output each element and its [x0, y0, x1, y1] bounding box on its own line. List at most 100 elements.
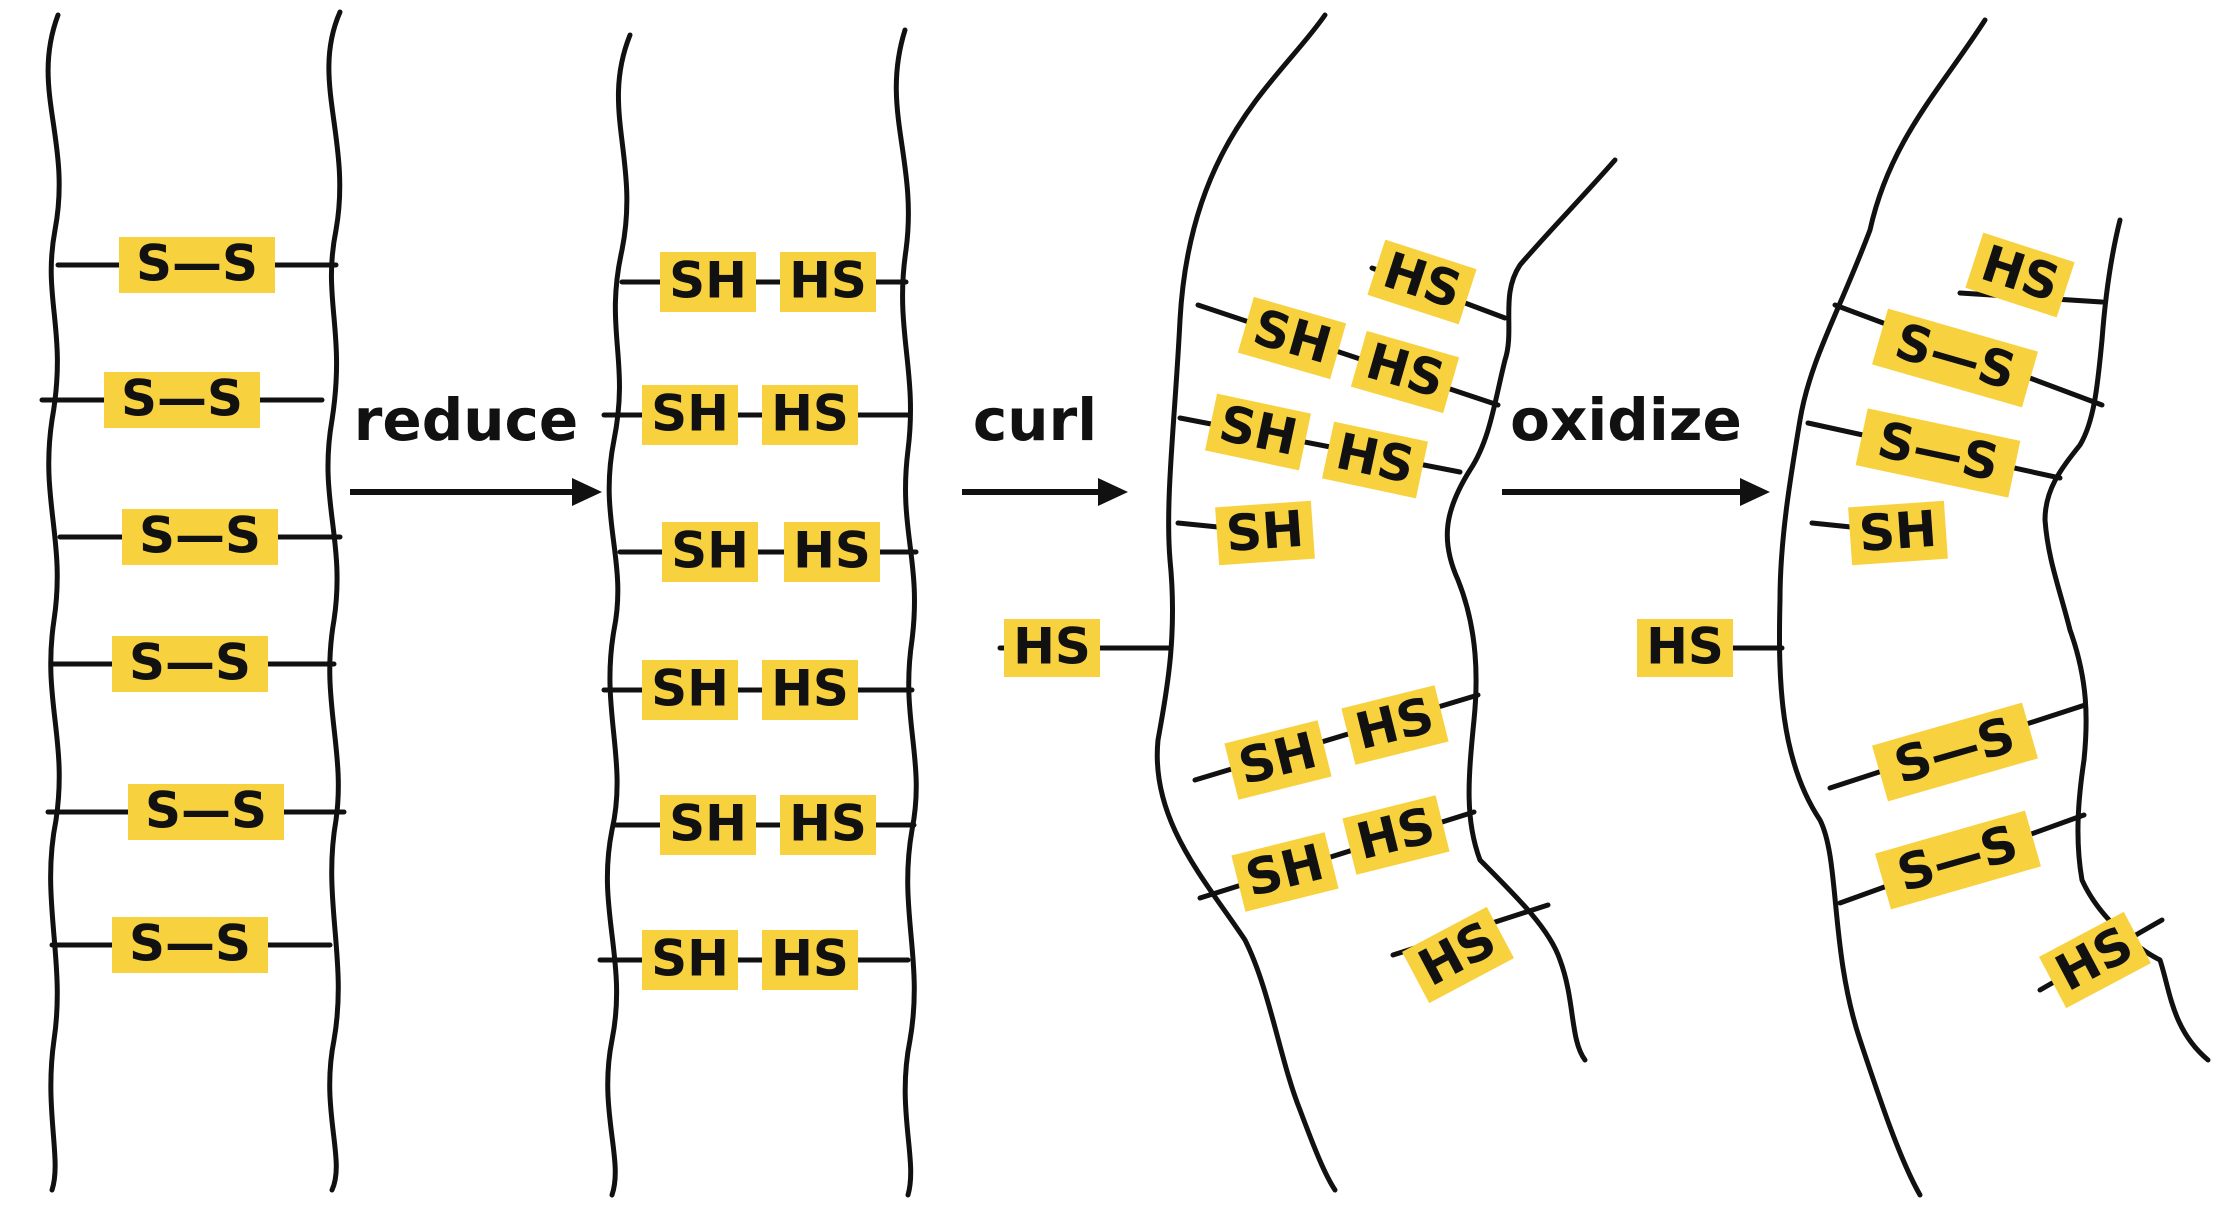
label-text: S—S	[145, 782, 267, 840]
thiol-label: HS	[1350, 330, 1460, 414]
label-highlight	[1224, 720, 1332, 800]
label-text: SH	[1233, 721, 1323, 796]
label-highlight	[762, 660, 858, 720]
thiol-label: HS	[2039, 911, 2151, 1009]
thiol-label: SH	[642, 660, 738, 720]
thiol-label: SH	[642, 385, 738, 445]
label-text: S—S	[136, 235, 258, 293]
label-text: HS	[1331, 422, 1419, 495]
label-text: SH	[1224, 500, 1306, 563]
disulfide-label: S—S	[1875, 810, 2041, 910]
label-highlight	[660, 252, 756, 312]
label-highlight	[1402, 906, 1514, 1004]
panel-2-left-strand	[604, 32, 633, 1198]
thiol-label: HS	[762, 385, 858, 445]
label-text: S—S	[129, 634, 251, 692]
thiol-label: HS	[1637, 618, 1733, 677]
curl-label: curl	[973, 386, 1097, 454]
label-text: HS	[789, 795, 867, 853]
label-text: HS	[1351, 796, 1441, 871]
label-highlight	[1237, 296, 1347, 380]
label-highlight	[2039, 911, 2151, 1009]
disulfide-label: S—S	[1855, 408, 2021, 498]
oxidize-label: oxidize	[1510, 386, 1742, 454]
disulfide-label: S—S	[1872, 308, 2038, 408]
thiol-label: SH	[660, 795, 756, 855]
label-highlight	[1205, 393, 1311, 471]
label-highlight	[122, 509, 278, 565]
label-highlight	[660, 795, 756, 855]
arrowhead-icon	[1098, 478, 1128, 506]
label-highlight	[1872, 702, 2038, 802]
label-highlight	[1215, 500, 1315, 566]
thiol-label: HS	[1342, 795, 1450, 875]
label-highlight	[762, 385, 858, 445]
label-text: SH	[1214, 394, 1302, 467]
thiol-label: HS	[1322, 421, 1428, 499]
label-text: SH	[1247, 298, 1338, 375]
label-highlight	[104, 372, 260, 428]
label-highlight	[784, 522, 880, 582]
label-highlight	[1875, 810, 2041, 910]
arrowhead-icon	[572, 478, 602, 506]
label-text: SH	[671, 522, 749, 580]
label-highlight	[128, 784, 284, 840]
disulfide-label: S—S	[1872, 702, 2038, 802]
thiol-label: HS	[784, 522, 880, 582]
thiol-label: SH	[1231, 832, 1339, 912]
label-highlight	[112, 636, 268, 692]
panel-2-right-strand	[893, 27, 919, 1198]
thiol-label: SH	[1215, 500, 1315, 566]
label-text: SH	[651, 385, 729, 443]
thiol-label: SH	[1205, 393, 1311, 471]
label-highlight	[1848, 500, 1948, 566]
label-text: S—S	[1873, 410, 2004, 492]
label-highlight	[119, 237, 275, 293]
label-text: HS	[1360, 332, 1451, 409]
thiol-label: HS	[1341, 685, 1449, 765]
label-text: SH	[651, 930, 729, 988]
label-highlight	[1350, 330, 1460, 414]
label-highlight	[1367, 239, 1477, 325]
label-highlight	[1637, 619, 1733, 677]
reduce-label: reduce	[354, 386, 578, 454]
label-highlight	[642, 930, 738, 990]
disulfide-label: S—S	[104, 370, 260, 428]
panel-4-left-strand	[1777, 17, 1988, 1198]
label-text: SH	[669, 795, 747, 853]
label-highlight	[780, 252, 876, 312]
disulfide-label: S—S	[122, 507, 278, 565]
label-text: HS	[771, 385, 849, 443]
label-highlight	[1004, 619, 1100, 677]
thiol-label: HS	[762, 660, 858, 720]
panel-1-right-strand	[325, 9, 343, 1193]
label-text: HS	[1646, 618, 1724, 676]
thiol-label: HS	[1402, 906, 1514, 1004]
label-text: S—S	[129, 915, 251, 973]
thiol-label: SH	[642, 930, 738, 990]
label-highlight	[1965, 232, 2075, 318]
label-text: SH	[669, 252, 747, 310]
label-highlight	[1231, 832, 1339, 912]
thiol-label: SH	[1848, 500, 1948, 566]
label-highlight	[1855, 408, 2021, 498]
thiol-label: HS	[1367, 239, 1477, 325]
panel-3-right-strand	[1444, 157, 1618, 1063]
label-highlight	[112, 917, 268, 973]
label-highlight	[762, 930, 858, 990]
disulfide-label: S—S	[128, 782, 284, 840]
label-highlight	[642, 385, 738, 445]
thiol-label: SH	[660, 252, 756, 312]
panel-1-left-strand	[45, 12, 62, 1193]
label-highlight	[780, 795, 876, 855]
label-text: HS	[771, 660, 849, 718]
disulfide-label: S—S	[119, 235, 275, 293]
thiol-label: SH	[1237, 296, 1347, 380]
label-highlight	[642, 660, 738, 720]
label-text: HS	[793, 522, 871, 580]
label-highlight	[1872, 308, 2038, 408]
label-text: SH	[1240, 833, 1330, 908]
label-text: HS	[789, 252, 867, 310]
thiol-label: HS	[780, 252, 876, 312]
label-text: S—S	[121, 370, 243, 428]
